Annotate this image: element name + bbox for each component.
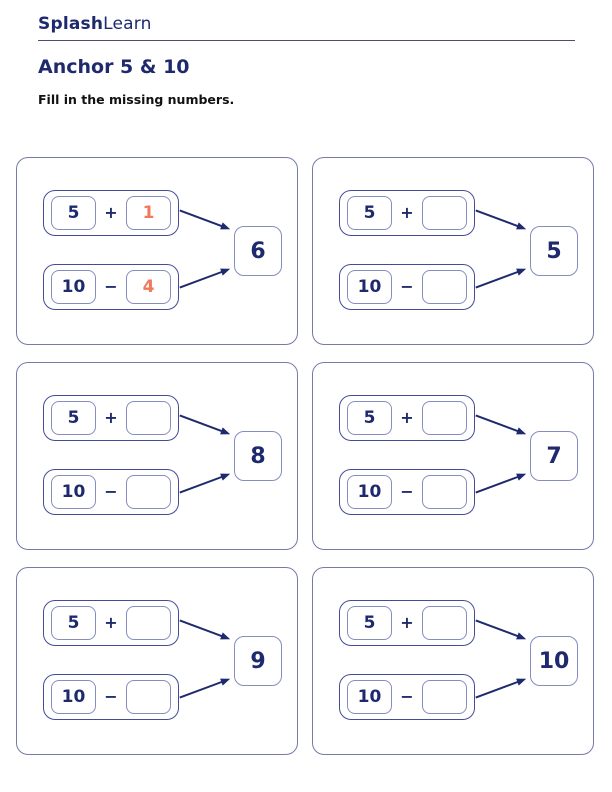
arrow-connectors <box>475 209 527 289</box>
logo-text-light: Learn <box>103 14 152 34</box>
addition-group: 5+ <box>339 190 475 236</box>
addend-known-box: 5 <box>347 606 392 640</box>
subtraction-arrowhead <box>220 473 231 481</box>
subtrahend-answer-box[interactable]: 4 <box>126 270 171 304</box>
minus-sign: − <box>104 482 118 501</box>
subtraction-arrow-line <box>475 270 520 289</box>
arrow-connectors <box>179 619 231 699</box>
arrow-connectors <box>179 414 231 494</box>
minus-sign: − <box>400 277 414 296</box>
subtraction-arrow-line <box>475 475 520 494</box>
subtrahend-answer-blank[interactable] <box>422 270 467 304</box>
subtraction-group: 10− <box>339 469 475 515</box>
plus-sign: + <box>104 408 118 427</box>
addend-known-box: 5 <box>51 606 96 640</box>
subtraction-group: 10−4 <box>43 264 179 310</box>
addition-arrow-line <box>475 414 520 433</box>
minus-sign: − <box>104 687 118 706</box>
addition-group: 5+ <box>339 395 475 441</box>
subtraction-arrowhead <box>516 473 527 481</box>
addition-arrow-line <box>179 414 224 433</box>
result-box: 10 <box>530 636 578 686</box>
addend-answer-blank[interactable] <box>126 606 171 640</box>
plus-sign: + <box>104 613 118 632</box>
subtraction-arrow-line <box>475 680 520 699</box>
minus-sign: − <box>400 482 414 501</box>
result-box: 6 <box>234 226 282 276</box>
plus-sign: + <box>104 203 118 222</box>
minuend-known-box: 10 <box>51 270 96 304</box>
subtraction-arrow-line <box>179 270 224 289</box>
subtraction-arrowhead <box>516 268 527 276</box>
arrow-connectors <box>179 209 231 289</box>
problem-card: 5+10−8 <box>16 362 298 550</box>
addend-known-box: 5 <box>347 401 392 435</box>
addend-answer-blank[interactable] <box>422 196 467 230</box>
result-box: 7 <box>530 431 578 481</box>
subtraction-group: 10− <box>43 674 179 720</box>
minuend-known-box: 10 <box>347 680 392 714</box>
worksheet-title: Anchor 5 & 10 <box>38 56 190 78</box>
subtraction-arrowhead <box>220 678 231 686</box>
addition-arrowhead <box>220 632 231 640</box>
plus-sign: + <box>400 203 414 222</box>
header-divider <box>38 40 575 42</box>
subtraction-arrowhead <box>516 678 527 686</box>
addition-arrow-line <box>475 209 520 228</box>
result-box: 5 <box>530 226 578 276</box>
arrow-connectors <box>475 414 527 494</box>
addition-arrowhead <box>220 427 231 435</box>
minuend-known-box: 10 <box>347 475 392 509</box>
subtrahend-answer-blank[interactable] <box>126 680 171 714</box>
addend-known-box: 5 <box>51 196 96 230</box>
addition-arrow-line <box>179 619 224 638</box>
instruction-text: Fill in the missing numbers. <box>38 92 235 107</box>
minuend-known-box: 10 <box>347 270 392 304</box>
addition-group: 5+ <box>339 600 475 646</box>
problem-card: 5 +1 10−4 6 <box>16 157 298 345</box>
result-box: 9 <box>234 636 282 686</box>
subtrahend-answer-blank[interactable] <box>126 475 171 509</box>
problem-card: 5+10−9 <box>16 567 298 755</box>
subtraction-group: 10− <box>339 264 475 310</box>
addition-arrowhead <box>220 222 231 230</box>
result-box: 8 <box>234 431 282 481</box>
minus-sign: − <box>400 687 414 706</box>
addend-known-box: 5 <box>51 401 96 435</box>
subtrahend-answer-blank[interactable] <box>422 680 467 714</box>
addend-answer-box[interactable]: 1 <box>126 196 171 230</box>
addition-arrow-line <box>475 619 520 638</box>
arrow-connectors <box>475 619 527 699</box>
addition-arrowhead <box>516 222 527 230</box>
addend-answer-blank[interactable] <box>422 401 467 435</box>
problem-card: 5+10−10 <box>312 567 594 755</box>
subtrahend-answer-blank[interactable] <box>422 475 467 509</box>
minuend-known-box: 10 <box>51 680 96 714</box>
addend-known-box: 5 <box>347 196 392 230</box>
addition-arrowhead <box>516 427 527 435</box>
plus-sign: + <box>400 613 414 632</box>
subtraction-group: 10− <box>339 674 475 720</box>
minus-sign: − <box>104 277 118 296</box>
plus-sign: + <box>400 408 414 427</box>
problem-card: 5+10−5 <box>312 157 594 345</box>
subtraction-arrow-line <box>179 680 224 699</box>
addition-arrowhead <box>516 632 527 640</box>
subtraction-arrowhead <box>220 268 231 276</box>
problem-card: 5+10−7 <box>312 362 594 550</box>
logo-text-bold: Splash <box>38 14 104 34</box>
splashlearn-logo: SplashLearn <box>38 14 152 34</box>
minuend-known-box: 10 <box>51 475 96 509</box>
addition-group: 5+ <box>43 600 179 646</box>
addend-answer-blank[interactable] <box>422 606 467 640</box>
addend-answer-blank[interactable] <box>126 401 171 435</box>
addition-group: 5+ <box>43 395 179 441</box>
subtraction-group: 10− <box>43 469 179 515</box>
addition-group: 5 +1 <box>43 190 179 236</box>
addition-arrow-line <box>179 209 224 228</box>
subtraction-arrow-line <box>179 475 224 494</box>
